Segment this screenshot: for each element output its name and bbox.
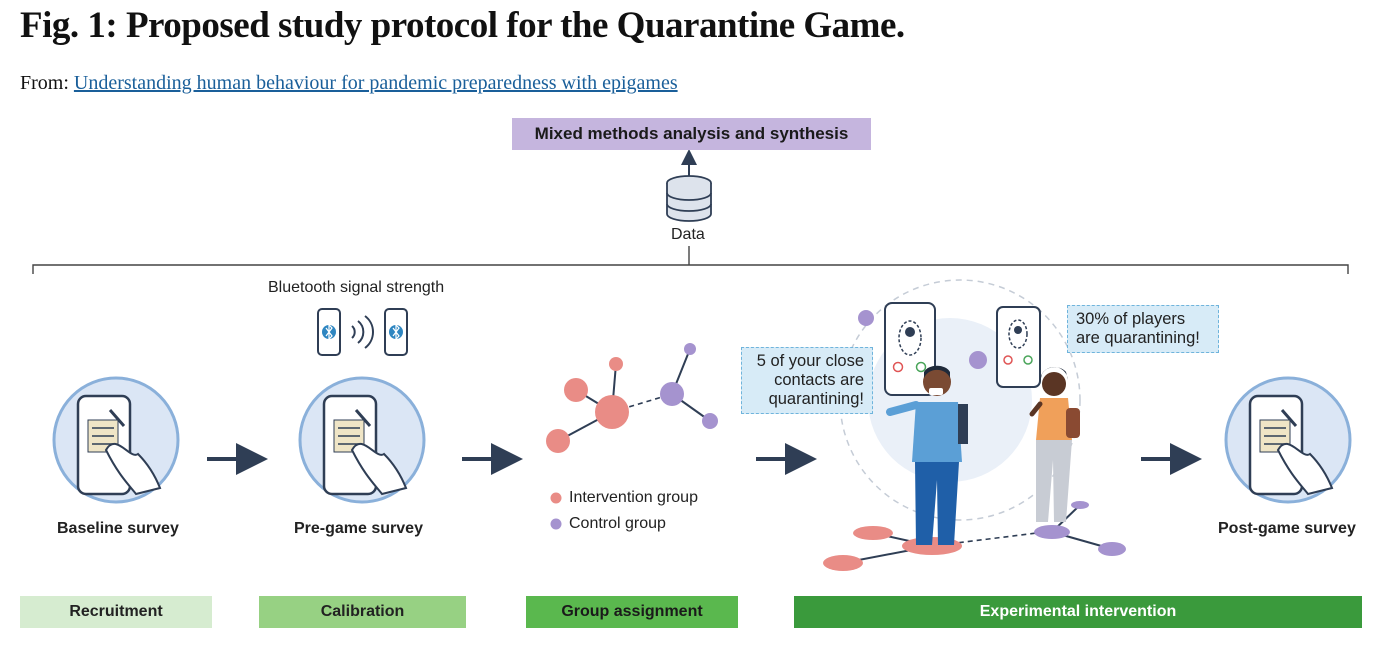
intervention-scene [823,279,1126,571]
source-line: From: Understanding human behaviour for … [20,72,678,95]
intervention-legend-dot [550,492,562,504]
players-quarantining-bubble: 30% of players are quarantining! [1067,305,1219,353]
stage-experimental-intervention: Experimental intervention [794,596,1362,628]
close-contacts-bubble: 5 of your close contacts are quarantinin… [741,347,873,414]
stage-recruitment: Recruitment [20,596,212,628]
stage-group-assignment: Group assignment [526,596,738,628]
control-legend-dot [550,518,562,530]
synthesis-box: Mixed methods analysis and synthesis [512,118,871,150]
bluetooth-phones-icon [317,308,408,356]
source-article-link[interactable]: Understanding human behaviour for pandem… [73,72,678,94]
data-label: Data [671,226,705,243]
baseline-survey-icon [52,376,180,504]
bluetooth-signal-label: Bluetooth signal strength [268,279,445,296]
control-legend-label: Control group [569,515,666,532]
figure-title: Fig. 1: Proposed study protocol for the … [20,5,905,46]
pregame-survey-icon [298,376,426,504]
database-icon [666,175,712,222]
stage-calibration: Calibration [259,596,466,628]
baseline-survey-label: Baseline survey [57,520,179,537]
from-label: From: [20,72,69,94]
data-collection-bracket [32,264,1349,274]
postgame-survey-icon [1224,376,1352,504]
pregame-survey-label: Pre-game survey [294,520,423,537]
intervention-legend-label: Intervention group [569,489,698,506]
group-network-graph [546,343,718,453]
postgame-survey-label: Post-game survey [1218,520,1356,537]
